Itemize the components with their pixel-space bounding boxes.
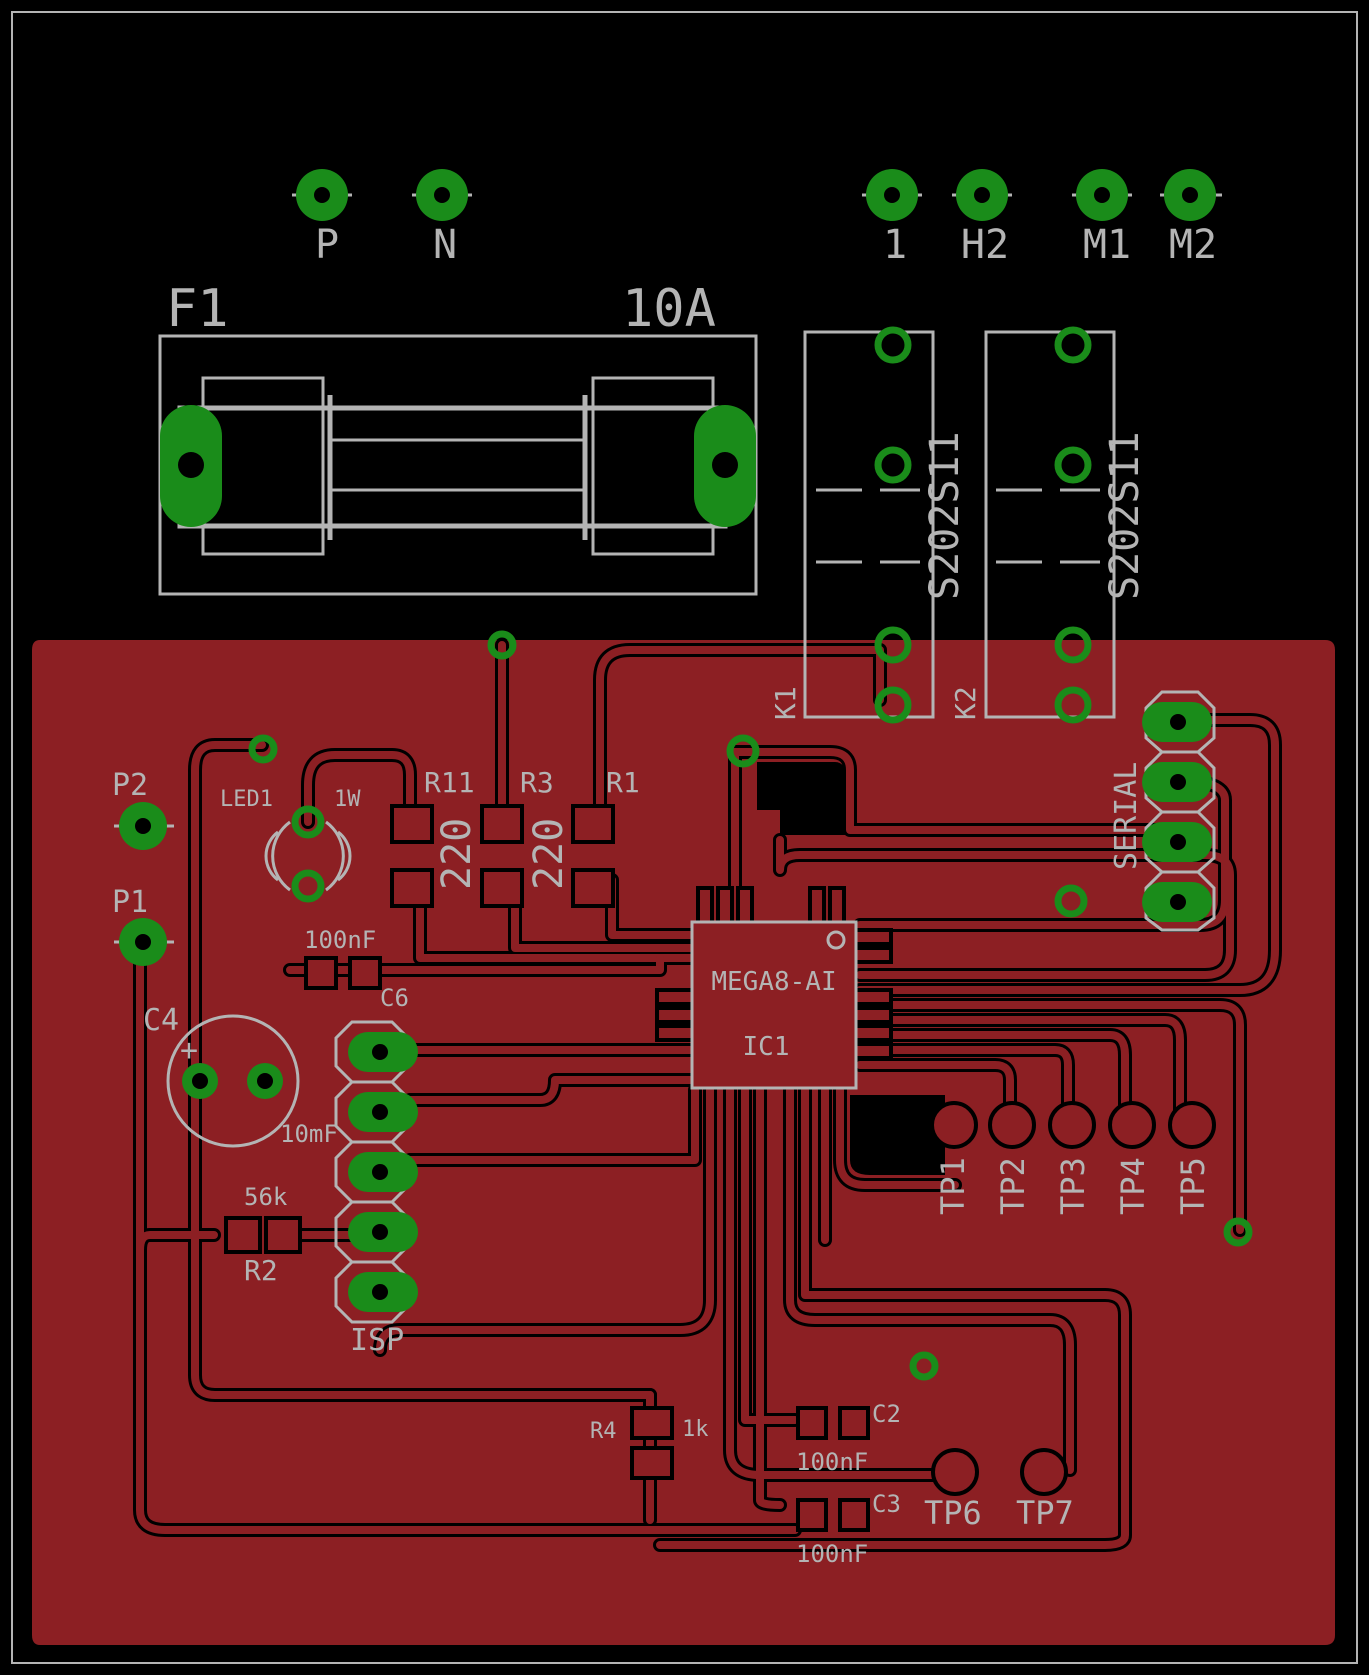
relay-k2-ref: K2 — [949, 686, 982, 720]
c4-polarity: + — [180, 1033, 198, 1068]
connector-p2[interactable]: P2 — [112, 768, 174, 850]
c6-ref: C6 — [380, 984, 409, 1012]
relay-k1-ref: K1 — [769, 686, 802, 720]
tp1-label: TP1 — [934, 1157, 972, 1215]
capacitor-c4: C4 + 10mF — [143, 1003, 338, 1148]
tp4-label: TP4 — [1114, 1157, 1152, 1215]
resistor-r1: R1 — [571, 766, 640, 908]
capacitor-c2: C2 100nF — [796, 1400, 901, 1476]
tp6-pad[interactable] — [931, 1448, 979, 1496]
r2-value: 56k — [244, 1183, 288, 1211]
connector-p1[interactable]: P1 — [112, 885, 174, 966]
fuse-value: 10A — [622, 279, 716, 339]
terminal-m1-label: M1 — [1083, 222, 1131, 268]
led1: LED1 1W — [220, 787, 361, 903]
serial-header[interactable]: SERIAL — [1109, 690, 1216, 932]
tp6-label: TP6 — [924, 1494, 982, 1532]
c3-ref: C3 — [872, 1490, 901, 1518]
terminal-m2[interactable]: M2 — [1160, 169, 1222, 268]
tp7-pad[interactable] — [1020, 1448, 1068, 1496]
tp5-pad[interactable] — [1168, 1101, 1216, 1149]
terminal-m1[interactable]: M1 — [1072, 169, 1132, 268]
isp-label: ISP — [350, 1323, 404, 1358]
fuse-ref: F1 — [166, 279, 229, 339]
led1-ref: LED1 — [220, 787, 273, 812]
tp1-pad[interactable] — [930, 1101, 978, 1149]
tp3-label: TP3 — [1054, 1157, 1092, 1215]
serial-label: SERIAL — [1109, 762, 1144, 870]
terminal-n-label: N — [433, 222, 457, 268]
tp7-label: TP7 — [1016, 1494, 1074, 1532]
relay-k2: S202S11 K2 — [949, 326, 1148, 724]
relay-k1-value: S202S11 — [922, 431, 968, 600]
r1-ref: R1 — [606, 766, 640, 799]
c6-value: 100nF — [304, 926, 376, 954]
c4-ref: C4 — [143, 1003, 179, 1038]
c2-value: 100nF — [796, 1448, 868, 1476]
c3-value: 100nF — [796, 1540, 868, 1568]
relay-k2-value: S202S11 — [1102, 431, 1148, 600]
connector-p2-label: P2 — [112, 768, 148, 803]
tp3-pad[interactable] — [1048, 1101, 1096, 1149]
ic1-mega8: MEGA8-AI IC1 — [655, 886, 893, 1090]
terminal-h2[interactable]: H2 — [952, 169, 1012, 268]
r4-value: 1k — [682, 1417, 709, 1442]
test-points-row: TP1 TP2 TP3 TP4 TP5 — [930, 1101, 1216, 1215]
isp-header[interactable]: ISP — [334, 1020, 418, 1358]
tp2-label: TP2 — [994, 1157, 1032, 1215]
terminal-1[interactable]: 1 — [862, 169, 922, 268]
resistor-r11: R11 220 — [390, 766, 480, 908]
r3-value: 220 — [526, 818, 572, 890]
resistor-r3: R3 220 — [480, 766, 572, 908]
resistor-r4: R4 1k — [590, 1406, 709, 1480]
r11-value: 220 — [434, 818, 480, 890]
led1-value: 1W — [334, 787, 361, 812]
terminal-p-label: P — [315, 222, 339, 268]
c4-value: 10mF — [280, 1120, 338, 1148]
c2-ref: C2 — [872, 1400, 901, 1428]
terminal-1-label: 1 — [883, 222, 907, 268]
r11-ref: R11 — [424, 766, 475, 799]
capacitor-c3: C3 100nF — [796, 1490, 901, 1568]
terminal-p[interactable]: P — [292, 169, 352, 268]
vias — [248, 630, 1253, 1381]
ic1-value: MEGA8-AI — [711, 967, 836, 997]
tp4-pad[interactable] — [1108, 1101, 1156, 1149]
r3-ref: R3 — [520, 766, 554, 799]
test-points-bottom: TP6 TP7 — [924, 1448, 1074, 1532]
terminal-n[interactable]: N — [412, 169, 472, 268]
tp2-pad[interactable] — [988, 1101, 1036, 1149]
capacitor-c6: 100nF C6 — [304, 926, 409, 1012]
terminal-m2-label: M2 — [1169, 222, 1217, 268]
connector-p1-label: P1 — [112, 885, 148, 920]
fuse-f1: F1 10A — [158, 279, 758, 596]
r2-ref: R2 — [244, 1254, 278, 1287]
relay-k1: S202S11 K1 — [769, 326, 968, 724]
r4-ref: R4 — [590, 1419, 617, 1444]
terminal-h2-label: H2 — [961, 222, 1009, 268]
resistor-r2: 56k R2 — [224, 1183, 302, 1287]
ic1-ref: IC1 — [743, 1032, 790, 1062]
tp5-label: TP5 — [1174, 1157, 1212, 1215]
